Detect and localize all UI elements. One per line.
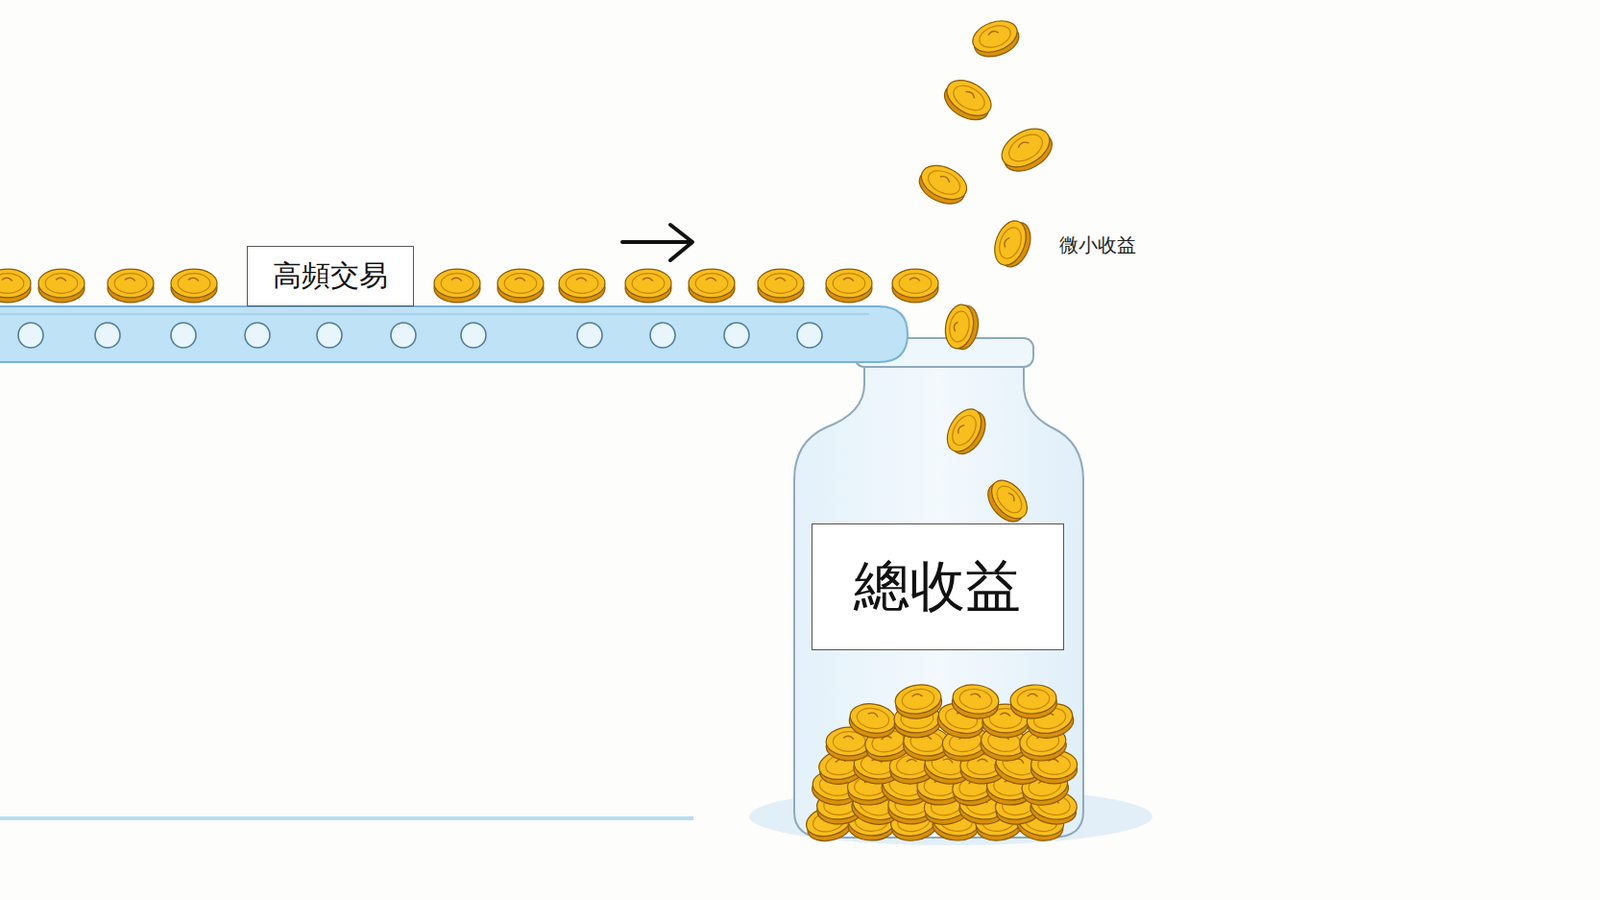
coin [1009,682,1059,721]
coin [994,121,1059,179]
coin [893,681,945,723]
coin [847,700,898,742]
coin [942,302,982,352]
coin [625,268,672,303]
coin [825,268,873,303]
coin [558,268,606,303]
coin [497,268,544,303]
roller [244,322,270,348]
coin [892,268,939,303]
roller [18,322,44,348]
coin [938,72,997,127]
coin [38,268,85,303]
coin [968,15,1023,63]
jar-label: 總收益 [811,523,1065,651]
coin [170,268,218,303]
glass-jar [794,363,1084,838]
belt-edge [0,313,870,316]
roller [650,322,676,348]
rollers [18,322,823,348]
coin [914,158,973,211]
roller [724,322,750,348]
coin [434,268,481,303]
direction-arrow [622,224,693,261]
roller [390,322,416,348]
node-text: 總收益 [853,549,1021,625]
coin [949,681,1000,722]
note-label: 微小收益 [1059,232,1137,259]
coin [940,403,993,461]
coin [0,268,31,303]
coin [980,473,1034,529]
coin [757,268,804,303]
roller [797,322,823,348]
roller [460,322,486,348]
conveyor-belt [0,306,908,363]
coins [0,15,1079,847]
coin [989,216,1037,271]
node-text: 高頻交易 [272,256,388,296]
label-box: 高頻交易 [246,245,414,307]
coin [688,268,735,303]
coin [107,268,154,303]
roller [316,322,342,348]
roller [170,322,196,348]
floor-line [0,816,694,821]
roller [95,322,121,348]
roller [577,322,603,348]
